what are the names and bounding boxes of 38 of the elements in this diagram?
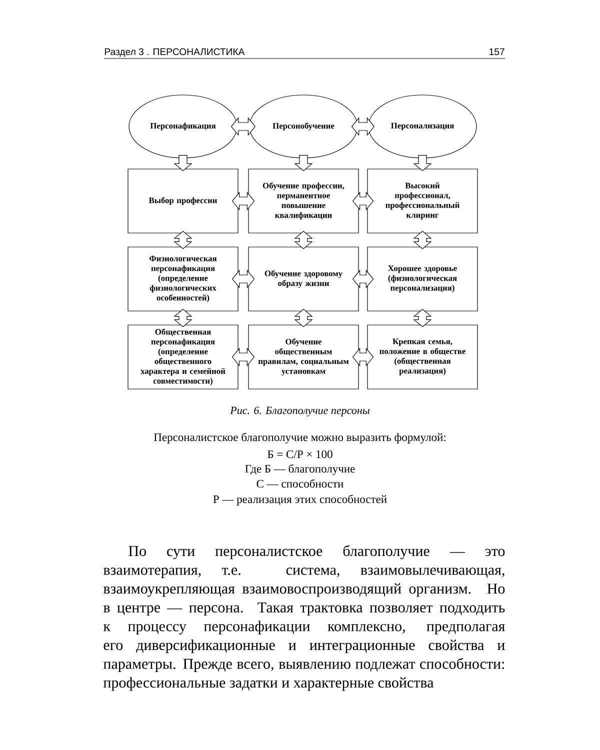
double-arrow [294,230,313,250]
text-box: Обучение профессии, перманентное повышение квалификации [248,168,359,234]
text-box: Общественная персонафикация (определение общественного характера и семейной совместимости) [128,324,238,390]
double-arrow [413,308,432,328]
double-arrow [174,308,192,328]
definition-line: Где Б — благополучие [245,464,355,475]
text-box: Высокий профессионал, профессиональный клиринг [367,168,478,234]
double-arrow [413,230,432,250]
body-paragraph: По сути персоналистское благополучие — это взаимотерапия, т.е. система, взаимовылечивающая, взаимоукрепляющая взаимовоспроизводящий организм. Но в центре — персона. Такая трактовка позволяет подходить к процессу персонафикации комплексно, предполагая его диверсификационные и интеграционные свойства и параметры. Прежде всего, выявлению подлежат способности: профессиональные задатки и характерные свойства [103,545,505,691]
block-arrow [294,155,313,172]
formula: Б = С/Р × 100 [268,450,332,458]
text-box: Выбор профессии [128,168,238,234]
running-header: Раздел 3 . ПЕРСОНАЛИСТИКА [104,48,245,57]
figure-caption: Рис. 6. Благополучие персоны [230,406,370,416]
double-arrow [352,270,374,288]
text-box: Физиологическая персонафикация (определение физиологических особенностей) [128,246,238,312]
text-box: Обучение общественным правилам, социальным установкам [248,324,359,390]
text-box: Хорошее здоровье (физиологическая персонализация) [367,246,478,312]
block-arrow [174,155,192,172]
double-arrow [232,348,255,366]
double-arrow [294,308,313,328]
double-arrow [352,192,374,210]
definition-line: Р — реализация этих способностей [213,494,387,506]
double-arrow [352,348,374,366]
ellipse-node: Персонафикация [128,94,238,158]
ellipse-node: Персонализация [368,94,477,158]
double-arrow [174,230,192,250]
ellipse-node: Персонобучение [249,94,358,158]
page-number: 157 [490,48,504,56]
double-arrow [230,117,256,136]
double-arrow [351,117,375,136]
definition-line: С — способности [256,479,344,488]
double-arrow [232,270,255,288]
block-arrow [413,155,432,172]
formula-intro: Персоналистское благополучие можно выразить формулой: [154,432,446,444]
double-arrow [232,192,255,210]
text-box: Крепкая семья, положение в обществе (общественная реализация) [367,324,478,390]
text-box: Обучение здоровому образу жизни [248,246,359,312]
